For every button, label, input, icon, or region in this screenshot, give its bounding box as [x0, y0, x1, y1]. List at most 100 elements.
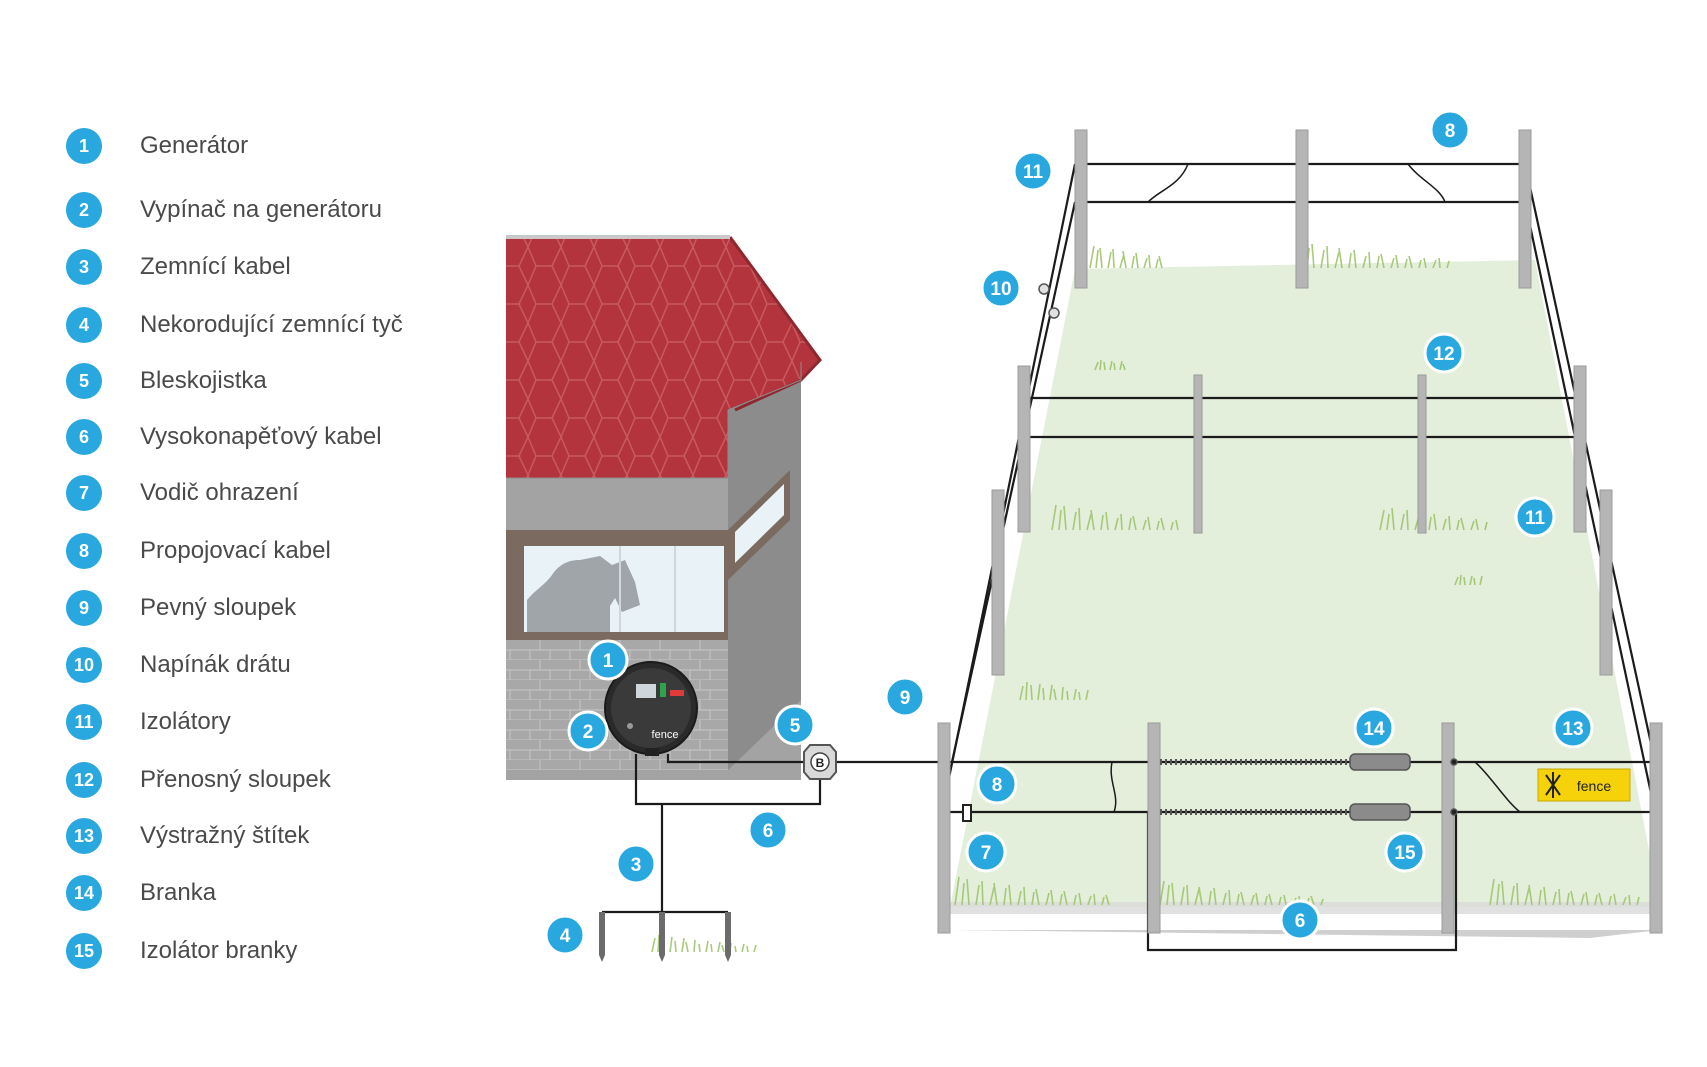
warning-sign-text: fence	[1577, 778, 1611, 794]
legend-label: Vodič ohrazení	[140, 479, 299, 506]
legend-label: Branka	[140, 879, 217, 906]
marker-1: 1	[587, 639, 629, 681]
legend-number-badge: 11	[66, 704, 102, 740]
marker-circle	[1279, 899, 1321, 941]
legend-item: 7 Vodič ohrazení	[66, 473, 299, 513]
marker-number: 11	[1023, 162, 1044, 183]
marker-number: 10	[990, 279, 1011, 300]
marker-11a: 11	[1012, 150, 1054, 192]
marker-number: 4	[560, 926, 571, 947]
marker-number: 13	[1562, 719, 1583, 740]
gate	[1160, 753, 1411, 821]
legend-number-badge: 14	[66, 875, 102, 911]
legend-item: 2 Vypínač na generátoru	[66, 190, 382, 230]
legend-label: Vypínač na generátoru	[140, 196, 382, 223]
legend-number-badge: 9	[66, 590, 102, 626]
marker-circle	[1384, 831, 1426, 873]
marker-8b: 8	[1429, 109, 1471, 151]
marker-number: 2	[583, 722, 594, 743]
marker-10: 10	[980, 267, 1022, 309]
marker-number: 6	[1295, 911, 1306, 932]
legend-item: 10 Napínák drátu	[66, 645, 291, 685]
pasture	[950, 260, 1662, 938]
posts	[937, 129, 1663, 934]
legend-item: 4 Nekorodující zemnící tyč	[66, 305, 403, 345]
marker-circle	[1353, 707, 1395, 749]
legend-number-badge: 8	[66, 533, 102, 569]
arrester-letter: B	[816, 756, 825, 770]
marker-circle	[544, 914, 586, 956]
legend-number-badge: 6	[66, 419, 102, 455]
legend-item: 14 Branka	[66, 873, 216, 913]
marker-circle	[980, 267, 1022, 309]
marker-number: 14	[1363, 719, 1385, 740]
lightning-arrester-icon: B	[803, 744, 837, 780]
marker-2: 2	[567, 710, 609, 752]
marker-number: 1	[603, 651, 614, 672]
ground-rods	[599, 912, 731, 962]
marker-circle	[1429, 109, 1471, 151]
generator: fence	[604, 661, 698, 756]
legend-number-badge: 15	[66, 933, 102, 969]
legend-number-badge: 13	[66, 818, 102, 854]
legend-label: Přenosný sloupek	[140, 766, 331, 793]
legend-number-badge: 4	[66, 307, 102, 343]
legend-label: Generátor	[140, 132, 249, 159]
marker-6a: 6	[747, 809, 789, 851]
legend-item: 12 Přenosný sloupek	[66, 760, 331, 800]
legend-item: 3 Zemnící kabel	[66, 247, 291, 287]
legend-label: Zemnící kabel	[140, 253, 291, 280]
legend-label: Nekorodující zemnící tyč	[140, 311, 403, 338]
marker-number: 7	[981, 843, 992, 864]
fence-logo-icon	[1545, 772, 1561, 798]
marker-13: 13	[1552, 707, 1594, 749]
legend-label: Napínák drátu	[140, 651, 291, 678]
legend-number-badge: 12	[66, 762, 102, 798]
marker-number: 8	[1445, 121, 1456, 142]
marker-circle	[587, 639, 629, 681]
marker-circle	[1423, 332, 1465, 374]
marker-number: 3	[631, 855, 642, 876]
marker-circle	[615, 843, 657, 885]
generator-logo: fence	[652, 729, 679, 741]
marker-circle	[1012, 150, 1054, 192]
marker-3: 3	[615, 843, 657, 885]
marker-14: 14	[1353, 707, 1395, 749]
legend-number-badge: 10	[66, 647, 102, 683]
marker-circle	[976, 763, 1018, 805]
legend-number-badge: 2	[66, 192, 102, 228]
marker-number: 8	[992, 775, 1003, 796]
legend-label: Bleskojistka	[140, 367, 267, 394]
marker-circle	[774, 704, 816, 746]
marker-12: 12	[1423, 332, 1465, 374]
marker-number: 9	[900, 688, 911, 709]
marker-4: 4	[544, 914, 586, 956]
legend-item: 11 Izolátory	[66, 702, 231, 742]
marker-11b: 11	[1514, 496, 1556, 538]
marker-15: 15	[1384, 831, 1426, 873]
marker-circle	[1552, 707, 1594, 749]
legend-item: 1 Generátor	[66, 126, 248, 166]
legend-number-badge: 7	[66, 475, 102, 511]
legend-number-badge: 1	[66, 128, 102, 164]
marker-9: 9	[884, 676, 926, 718]
horse-silhouette	[527, 556, 640, 632]
legend-label: Izolátor branky	[140, 937, 298, 964]
marker-number: 11	[1525, 508, 1546, 529]
marker-circle	[1514, 496, 1556, 538]
marker-circle	[747, 809, 789, 851]
marker-8a: 8	[976, 763, 1018, 805]
legend-label: Výstražný štítek	[140, 822, 310, 849]
legend-label: Izolátory	[140, 708, 231, 735]
marker-5: 5	[774, 704, 816, 746]
legend-number-badge: 3	[66, 249, 102, 285]
legend-item: 15 Izolátor branky	[66, 931, 297, 971]
marker-number: 6	[763, 821, 774, 842]
insulators	[962, 283, 1458, 822]
wiring	[602, 162, 1657, 952]
legend-label: Propojovací kabel	[140, 537, 331, 564]
marker-circle	[567, 710, 609, 752]
